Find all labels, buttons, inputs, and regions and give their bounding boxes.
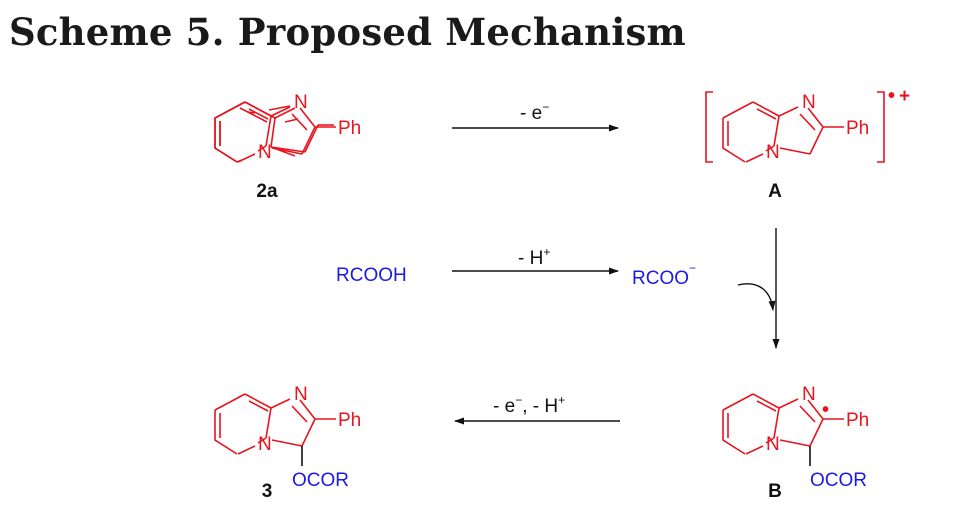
atom-n-bridge: N — [258, 142, 272, 163]
compound-label-a: A — [768, 181, 782, 202]
arrow-label-step2: - H+ — [518, 245, 550, 269]
atom-ph: Ph — [338, 118, 361, 139]
bracket-right — [877, 91, 885, 163]
structure-a: N N Ph — [722, 92, 869, 163]
atom-ph: Ph — [846, 118, 869, 139]
atom-ph: Ph — [338, 410, 361, 431]
arrow-label-step4: - e−, - H+ — [493, 393, 565, 417]
curved-attack-arrow — [737, 283, 776, 311]
compound-label-2a: 2a — [256, 181, 278, 202]
atom-n-bridge: N — [766, 142, 780, 163]
bracket-left — [705, 91, 713, 163]
reagent-carboxylate: RCOO− — [632, 261, 696, 289]
atom-n-imine: N — [802, 384, 816, 405]
scheme-title: Scheme 5. Proposed Mechanism — [9, 10, 686, 54]
atom-n-imine: N — [294, 384, 308, 405]
atom-ph: Ph — [846, 410, 869, 431]
structure-b: • N N Ph — [722, 384, 869, 466]
substituent-ocor-b: OCOR — [810, 470, 867, 491]
arrow-label-step1: - e− — [520, 100, 549, 124]
compound-label-3: 3 — [262, 481, 273, 502]
radical-dot-b: • — [822, 399, 829, 421]
atom-n-imine: N — [294, 92, 308, 113]
structure-3: N N Ph — [214, 384, 361, 466]
reagent-rcooh: RCOOH — [336, 265, 407, 286]
substituent-ocor-3: OCOR — [292, 470, 349, 491]
structure-2a: N N Ph — [214, 92, 361, 163]
radical-dot: • — [888, 85, 895, 107]
atom-n-imine: N — [802, 92, 816, 113]
cation-plus: + — [899, 86, 910, 107]
atom-n-bridge: N — [258, 434, 272, 455]
compound-label-b: B — [768, 481, 782, 502]
atom-n-bridge: N — [766, 434, 780, 455]
